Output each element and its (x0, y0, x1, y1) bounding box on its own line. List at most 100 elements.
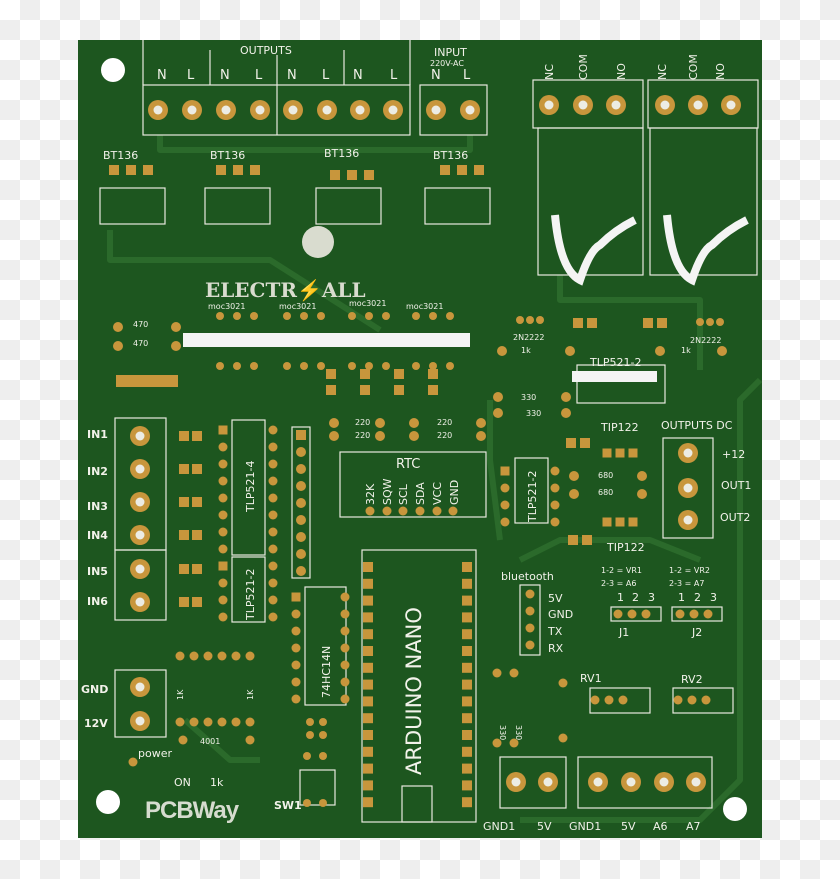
pad (218, 544, 228, 554)
rtc-pin: GND (448, 480, 461, 505)
pad (360, 385, 370, 395)
pad (317, 362, 325, 370)
pad (476, 418, 486, 428)
ic-label: 74HC14N (320, 646, 333, 698)
pad (268, 595, 278, 605)
pad (525, 589, 535, 599)
jumper-note: 2-3 = A6 (601, 579, 636, 588)
pad (283, 312, 291, 320)
drill-hole (465, 105, 475, 115)
pad (687, 695, 697, 705)
pad (675, 609, 685, 619)
drill-hole (153, 105, 163, 115)
pad (394, 385, 404, 395)
pad (566, 438, 576, 448)
pad (637, 471, 647, 481)
pad (561, 408, 571, 418)
pad (319, 731, 327, 739)
pad (550, 483, 560, 493)
pad (296, 515, 306, 525)
pad (462, 629, 472, 640)
pad (492, 738, 502, 748)
on-label: ON (174, 776, 191, 789)
pad (329, 431, 339, 441)
pad (296, 566, 306, 576)
pad (580, 438, 590, 448)
pad (446, 312, 454, 320)
ic-label: TLP521-2 (526, 471, 539, 523)
pad (462, 562, 472, 572)
transistor-label: TIP122 (600, 421, 639, 434)
rtc-title: RTC (396, 457, 420, 472)
pad (573, 318, 583, 328)
pad (657, 318, 667, 328)
pad (703, 609, 713, 619)
pad (306, 731, 314, 739)
pad (550, 466, 560, 476)
pad (637, 489, 647, 499)
pad (516, 316, 524, 324)
pad (643, 318, 653, 328)
resistor-value: 1k (521, 346, 531, 355)
pad (340, 643, 350, 653)
terminal-label: L (322, 68, 330, 83)
drill-hole (255, 105, 265, 115)
pad (462, 578, 472, 589)
relay-nc: NC (543, 64, 556, 80)
pad (283, 362, 291, 370)
pad (296, 481, 306, 491)
pad (216, 165, 226, 175)
pad (192, 530, 202, 540)
pad (641, 609, 651, 619)
input-voltage: 220V-AC (430, 59, 464, 68)
pad (300, 362, 308, 370)
triac-label: BT136 (433, 149, 468, 162)
pad (706, 318, 714, 326)
pad (696, 318, 704, 326)
pad (569, 489, 579, 499)
drill-hole (388, 105, 398, 115)
pad (317, 312, 325, 320)
pad (613, 609, 623, 619)
pad (296, 498, 306, 508)
pad (550, 500, 560, 510)
pad (291, 677, 301, 687)
drill-hole (187, 105, 197, 115)
pad (365, 362, 373, 370)
pad (192, 464, 202, 474)
gnd-label: GND (81, 683, 108, 696)
pad (296, 549, 306, 559)
pad (192, 564, 202, 574)
input-label: IN5 (87, 565, 108, 578)
pad (492, 668, 502, 678)
power-label: power (138, 747, 172, 760)
terminal-label: 5V (621, 820, 636, 833)
pad (296, 464, 306, 474)
pads (99, 95, 741, 808)
mounting-hole (723, 797, 747, 821)
terminal-label: N (157, 68, 167, 83)
relay-com: COM (577, 54, 590, 80)
triac-outline (315, 187, 382, 225)
pad (175, 717, 185, 727)
pad (268, 561, 278, 571)
pad (618, 695, 628, 705)
pad (375, 431, 385, 441)
pad (268, 493, 278, 503)
terminal-label: A7 (686, 820, 701, 833)
pad (143, 165, 153, 175)
pad (178, 735, 188, 745)
pad (457, 165, 467, 175)
pad (179, 564, 189, 574)
pad (717, 346, 727, 356)
input-terminal-n: N (431, 68, 441, 83)
mounting-hole (96, 790, 120, 814)
pad (250, 362, 258, 370)
pad (493, 392, 503, 402)
pad (218, 595, 228, 605)
pad (365, 506, 375, 516)
pad (409, 431, 419, 441)
pad (363, 562, 373, 572)
resistor-value: 220 (437, 418, 452, 427)
pad (245, 735, 255, 745)
